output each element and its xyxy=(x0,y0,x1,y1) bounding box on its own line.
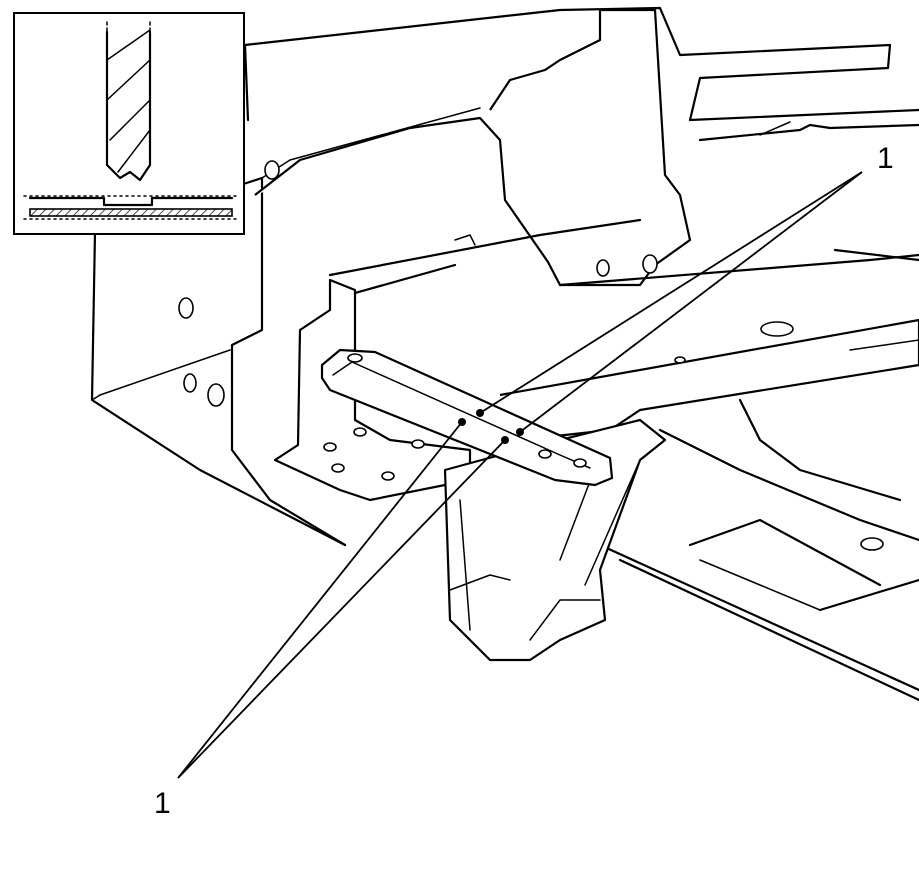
vehicle-body-structure xyxy=(90,6,919,702)
callout-label-top: 1 xyxy=(877,142,894,175)
leader-lines xyxy=(177,171,863,779)
callout-label-bottom: 1 xyxy=(154,787,171,820)
drill-bit-icon xyxy=(105,21,152,182)
drill-detail-inset xyxy=(13,12,245,235)
panel-cross-section xyxy=(23,195,237,220)
